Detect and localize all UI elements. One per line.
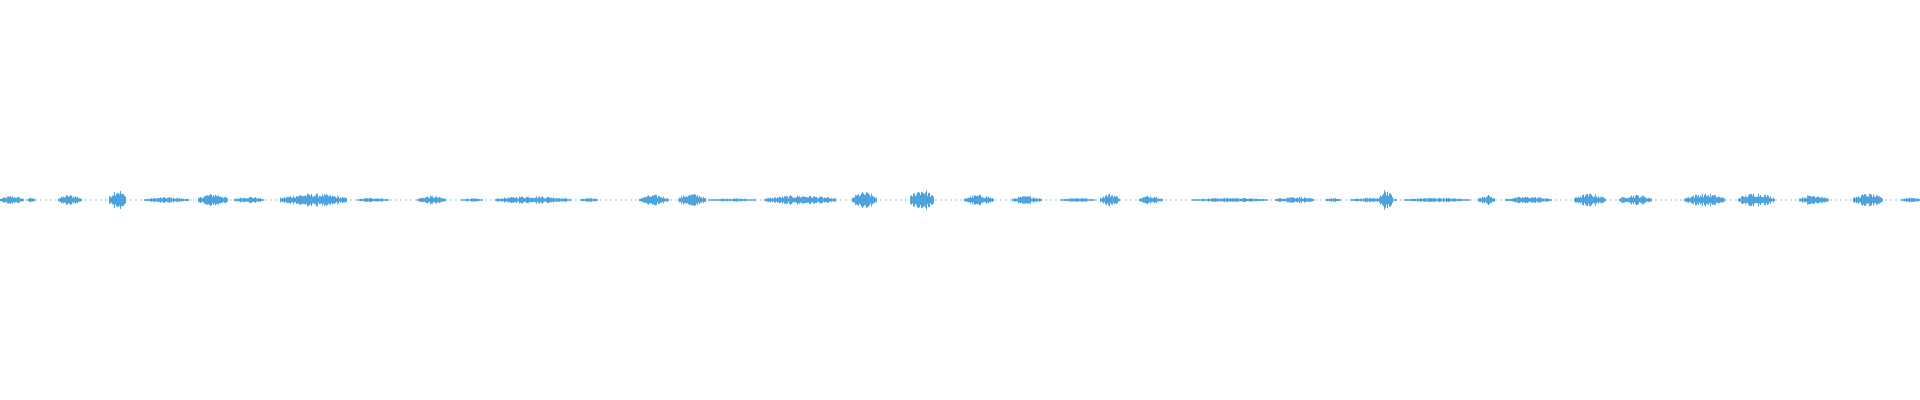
waveform-segment <box>1379 190 1393 210</box>
waveform-segment <box>109 191 126 209</box>
waveform-segment <box>1060 197 1095 203</box>
waveform-segment <box>1853 193 1883 207</box>
waveform-segment-path <box>357 197 389 203</box>
waveform-segment-path <box>27 197 36 203</box>
waveform-segment-path <box>1738 193 1775 207</box>
waveform-segment <box>357 197 389 203</box>
waveform-segment-path <box>1100 193 1120 207</box>
waveform-segment-path <box>1060 197 1095 203</box>
waveform-segment-path <box>764 195 836 205</box>
waveform-segment <box>1799 195 1829 205</box>
waveform-segment-path <box>58 195 82 205</box>
waveform-segment-path <box>1139 195 1163 205</box>
waveform-segment-path <box>495 196 571 204</box>
waveform-segment <box>1325 197 1341 203</box>
waveform-segment <box>580 198 598 202</box>
waveform-segment <box>764 195 836 205</box>
waveform-segment-path <box>1853 193 1883 207</box>
waveform-segment <box>639 194 669 206</box>
waveform-segment-path <box>1574 193 1606 207</box>
waveform-segment <box>27 197 36 203</box>
waveform-segment <box>1505 196 1552 204</box>
waveform-segment-path <box>198 193 228 207</box>
waveform-segment <box>1404 197 1470 203</box>
waveform-segment-path <box>910 190 934 210</box>
waveform-segment-path <box>678 193 706 207</box>
waveform-segment <box>1684 193 1725 207</box>
waveform-segment <box>58 195 82 205</box>
waveform-segment-path <box>1325 197 1341 203</box>
waveform-segment <box>852 192 877 208</box>
waveform-segment <box>280 193 347 207</box>
waveform-segment <box>1275 196 1314 204</box>
waveform-segment-path <box>0 196 24 204</box>
waveform-segment <box>964 194 994 206</box>
waveform-segment-path <box>280 193 347 207</box>
waveform-segment <box>417 195 446 205</box>
waveform-segment-path <box>708 198 756 202</box>
waveform-segment-path <box>852 192 877 208</box>
waveform-segment-path <box>1505 196 1552 204</box>
waveform-segment-path <box>109 191 126 209</box>
waveform-segment-path <box>1478 195 1495 205</box>
waveform-segment <box>910 190 934 210</box>
waveform-segment-path <box>1379 190 1393 210</box>
waveform-segment <box>234 196 264 204</box>
waveform-segment-path <box>234 196 264 204</box>
waveform-segment <box>1192 197 1268 203</box>
waveform-segment-path <box>580 198 598 202</box>
waveform-segment-path <box>461 198 483 202</box>
waveform-segment <box>1100 193 1120 207</box>
waveform-segment <box>461 198 483 202</box>
waveform-segment <box>144 197 189 203</box>
waveform-segment <box>1139 195 1163 205</box>
waveform-segment <box>1619 194 1652 206</box>
waveform-segment-path <box>1619 194 1652 206</box>
waveform-segment-path <box>1012 196 1042 204</box>
waveform-segment <box>708 198 756 202</box>
waveform-segments <box>0 190 1920 210</box>
waveform-segment-path <box>1684 193 1725 207</box>
waveform-segment-path <box>144 197 189 203</box>
waveform-segment <box>678 193 706 207</box>
waveform-segment-path <box>1901 197 1920 203</box>
waveform-segment <box>1901 197 1920 203</box>
waveform-segment-path <box>964 194 994 206</box>
waveform-segment <box>198 193 228 207</box>
waveform-segment <box>0 196 24 204</box>
waveform-segment <box>1012 196 1042 204</box>
waveform-segment-path <box>1404 197 1470 203</box>
waveform-segment <box>1478 195 1495 205</box>
waveform-segment-path <box>417 195 446 205</box>
waveform-segment-path <box>1192 197 1268 203</box>
waveform-segment <box>1738 193 1775 207</box>
waveform-segment-path <box>1275 196 1314 204</box>
waveform-segment-path <box>1799 195 1829 205</box>
waveform-segment-path <box>639 194 669 206</box>
waveform-segment <box>1574 193 1606 207</box>
waveform-segment <box>495 196 571 204</box>
